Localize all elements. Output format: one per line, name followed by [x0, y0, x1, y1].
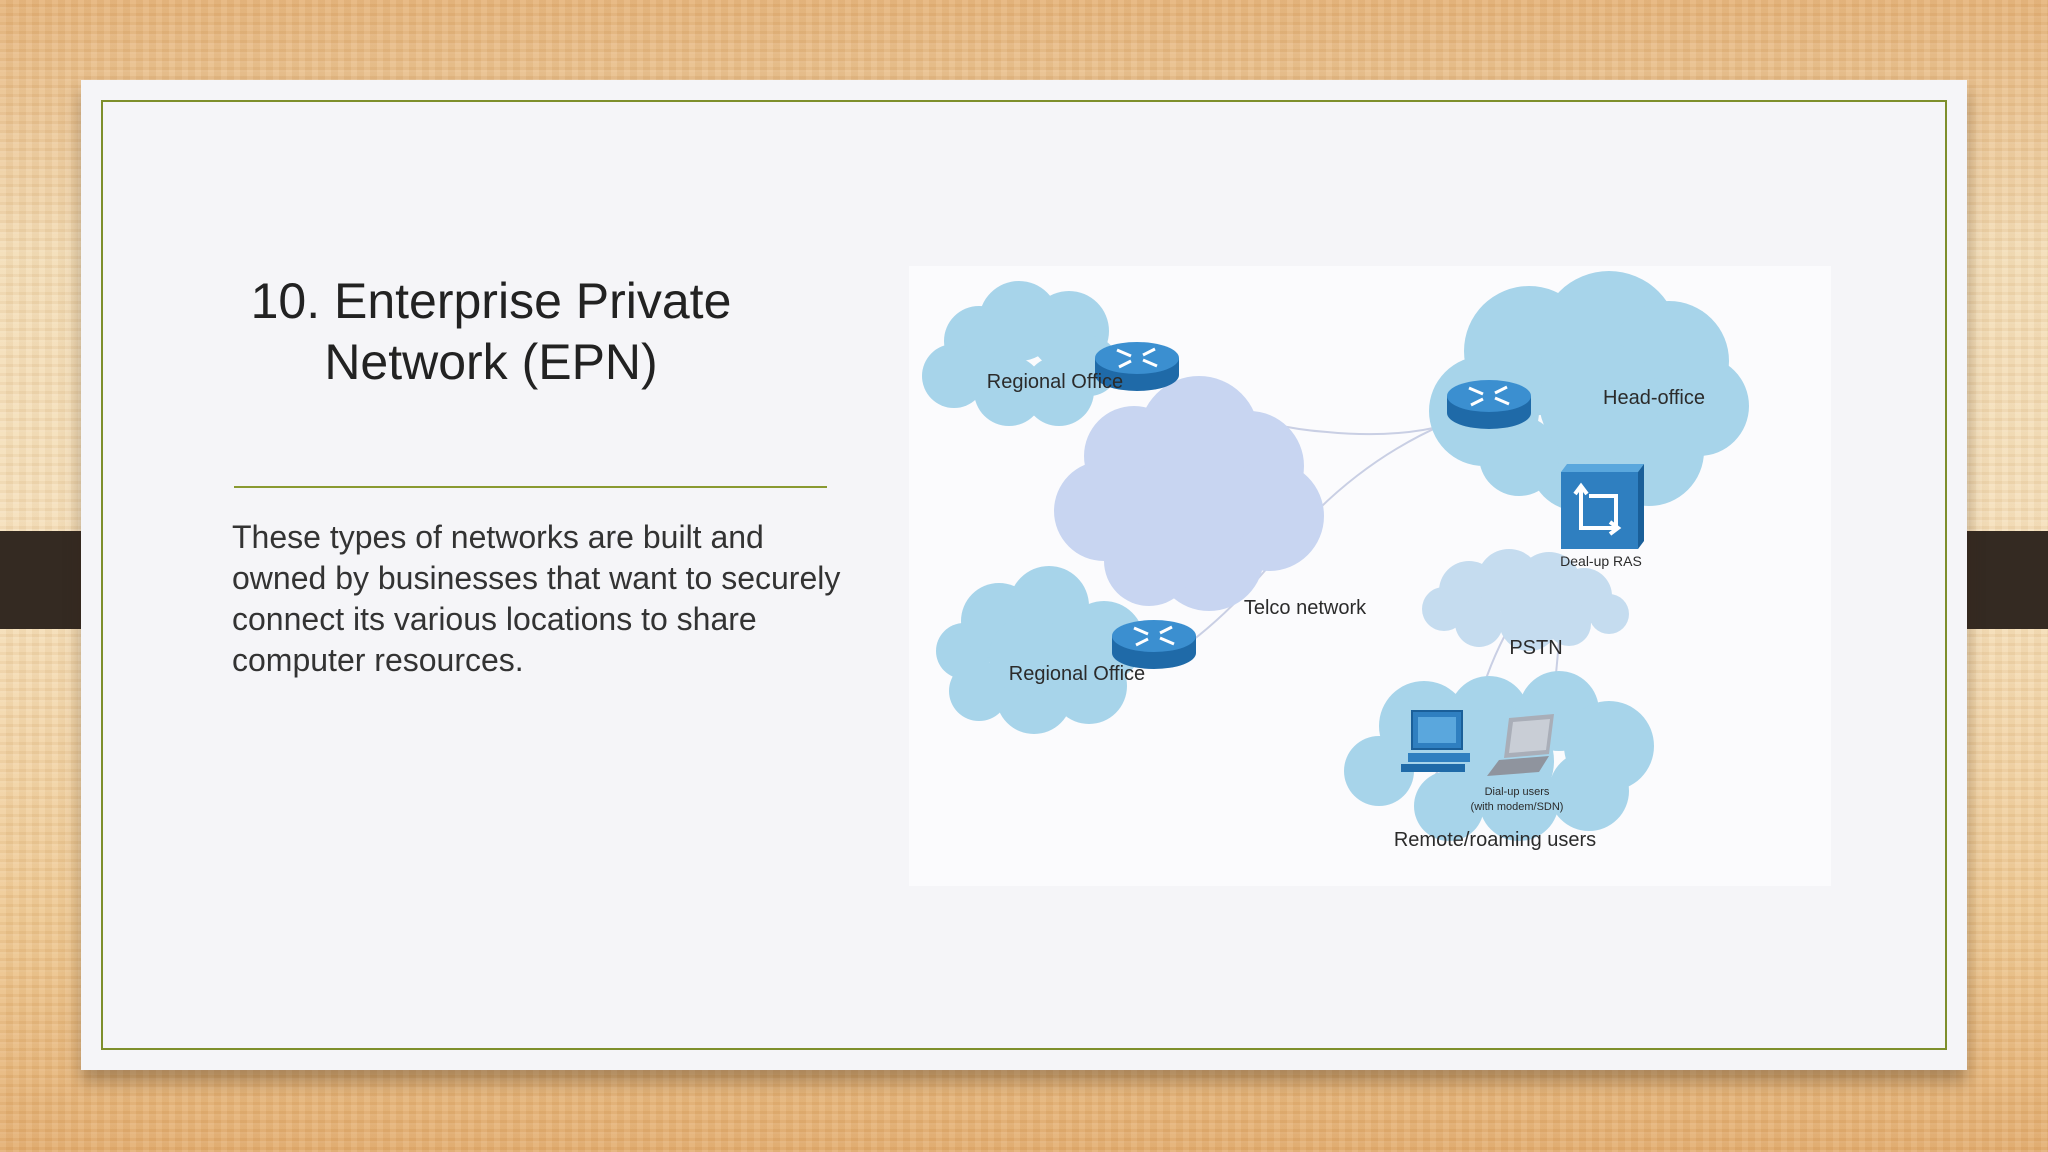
- title-divider: [234, 486, 827, 488]
- pstn-label: PSTN: [1509, 637, 1562, 659]
- router-icon: [1110, 618, 1198, 671]
- regional-office-bottom-label: Regional Office: [1009, 663, 1145, 685]
- dialup-users-label-line1: Dial-up users: [1485, 786, 1550, 798]
- head-office-label: Head-office: [1603, 387, 1705, 409]
- pstn-cloud: [1422, 549, 1629, 651]
- dialup-ras-label: Deal-up RAS: [1560, 553, 1642, 569]
- slide-card: 10. Enterprise Private Network (EPN) The…: [81, 80, 1967, 1070]
- slide-description: These types of networks are built and ow…: [232, 519, 841, 678]
- epn-diagram: Regional Office Head-office Telco networ…: [909, 266, 1831, 886]
- slide-title: 10. Enterprise Private Network (EPN): [221, 271, 761, 393]
- ras-switch-icon: [1561, 464, 1644, 549]
- dialup-users-label-line2: (with modem/SDN): [1471, 801, 1564, 813]
- remote-users-cloud: [1344, 671, 1654, 841]
- telco-network-label: Telco network: [1244, 597, 1367, 619]
- laptop-icon: [1487, 714, 1554, 776]
- desktop-computer-icon: [1401, 710, 1470, 772]
- remote-users-label: Remote/roaming users: [1394, 829, 1596, 851]
- telco-network-cloud: [1054, 376, 1324, 611]
- title-line-2: Network (EPN): [324, 334, 658, 390]
- router-icon: [1445, 378, 1533, 431]
- regional-office-top-label: Regional Office: [987, 371, 1123, 393]
- title-line-1: 10. Enterprise Private: [250, 273, 732, 329]
- slide-frame: [101, 100, 1947, 1050]
- regional-office-top-cloud: [922, 281, 1119, 426]
